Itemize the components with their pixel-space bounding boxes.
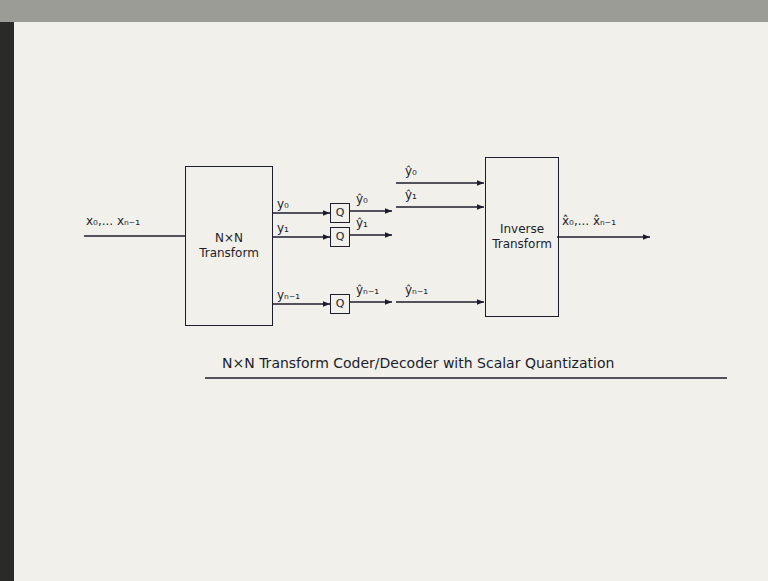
coefficient-label: y₁ bbox=[277, 221, 289, 235]
paper-ground bbox=[0, 22, 768, 581]
quantized-coefficient-label: ŷ₁ bbox=[405, 188, 417, 202]
box-text: Inverse Transform bbox=[488, 222, 556, 252]
box-text: Q bbox=[336, 230, 345, 244]
box-text: Q bbox=[336, 297, 345, 311]
input-line bbox=[84, 235, 185, 237]
coefficient-label: yₙ₋₁ bbox=[277, 288, 300, 302]
quantizer-box: Q bbox=[330, 203, 350, 223]
output-arrow bbox=[557, 236, 650, 238]
decoder-input-arrow bbox=[396, 301, 484, 303]
box-text: Q bbox=[336, 206, 345, 220]
caption: N×N Transform Coder/Decoder with Scalar … bbox=[222, 355, 614, 372]
caption-underline bbox=[205, 377, 727, 379]
coefficient-arrow bbox=[273, 236, 330, 238]
quantizer-box: Q bbox=[330, 227, 350, 247]
coefficient-arrow bbox=[273, 212, 330, 214]
transform-box: N×N Transform bbox=[185, 166, 273, 326]
quantizer-output-arrow bbox=[350, 234, 392, 236]
decoder-input-arrow bbox=[396, 206, 484, 208]
quantizer-box: Q bbox=[330, 294, 350, 314]
quantized-coefficient-label: ŷ₀ bbox=[356, 192, 368, 206]
left-edge bbox=[0, 22, 14, 581]
box-text: N×N Transform bbox=[188, 231, 270, 261]
input-signal-label: x₀,... xₙ₋₁ bbox=[86, 214, 140, 228]
quantized-coefficient-label: ŷₙ₋₁ bbox=[356, 283, 379, 297]
quantizer-output-arrow bbox=[350, 210, 392, 212]
decoder-input-arrow bbox=[396, 182, 484, 184]
coefficient-label: y₀ bbox=[277, 197, 289, 211]
coefficient-arrow bbox=[273, 303, 330, 305]
quantized-coefficient-label: ŷₙ₋₁ bbox=[405, 283, 428, 297]
inverse-transform-box: Inverse Transform bbox=[485, 157, 559, 317]
quantized-coefficient-label: ŷ₀ bbox=[405, 164, 417, 178]
output-signal-label: x̂₀,... x̂ₙ₋₁ bbox=[562, 214, 616, 228]
quantizer-output-arrow bbox=[350, 301, 392, 303]
top-band bbox=[0, 0, 768, 22]
quantized-coefficient-label: ŷ₁ bbox=[356, 216, 368, 230]
